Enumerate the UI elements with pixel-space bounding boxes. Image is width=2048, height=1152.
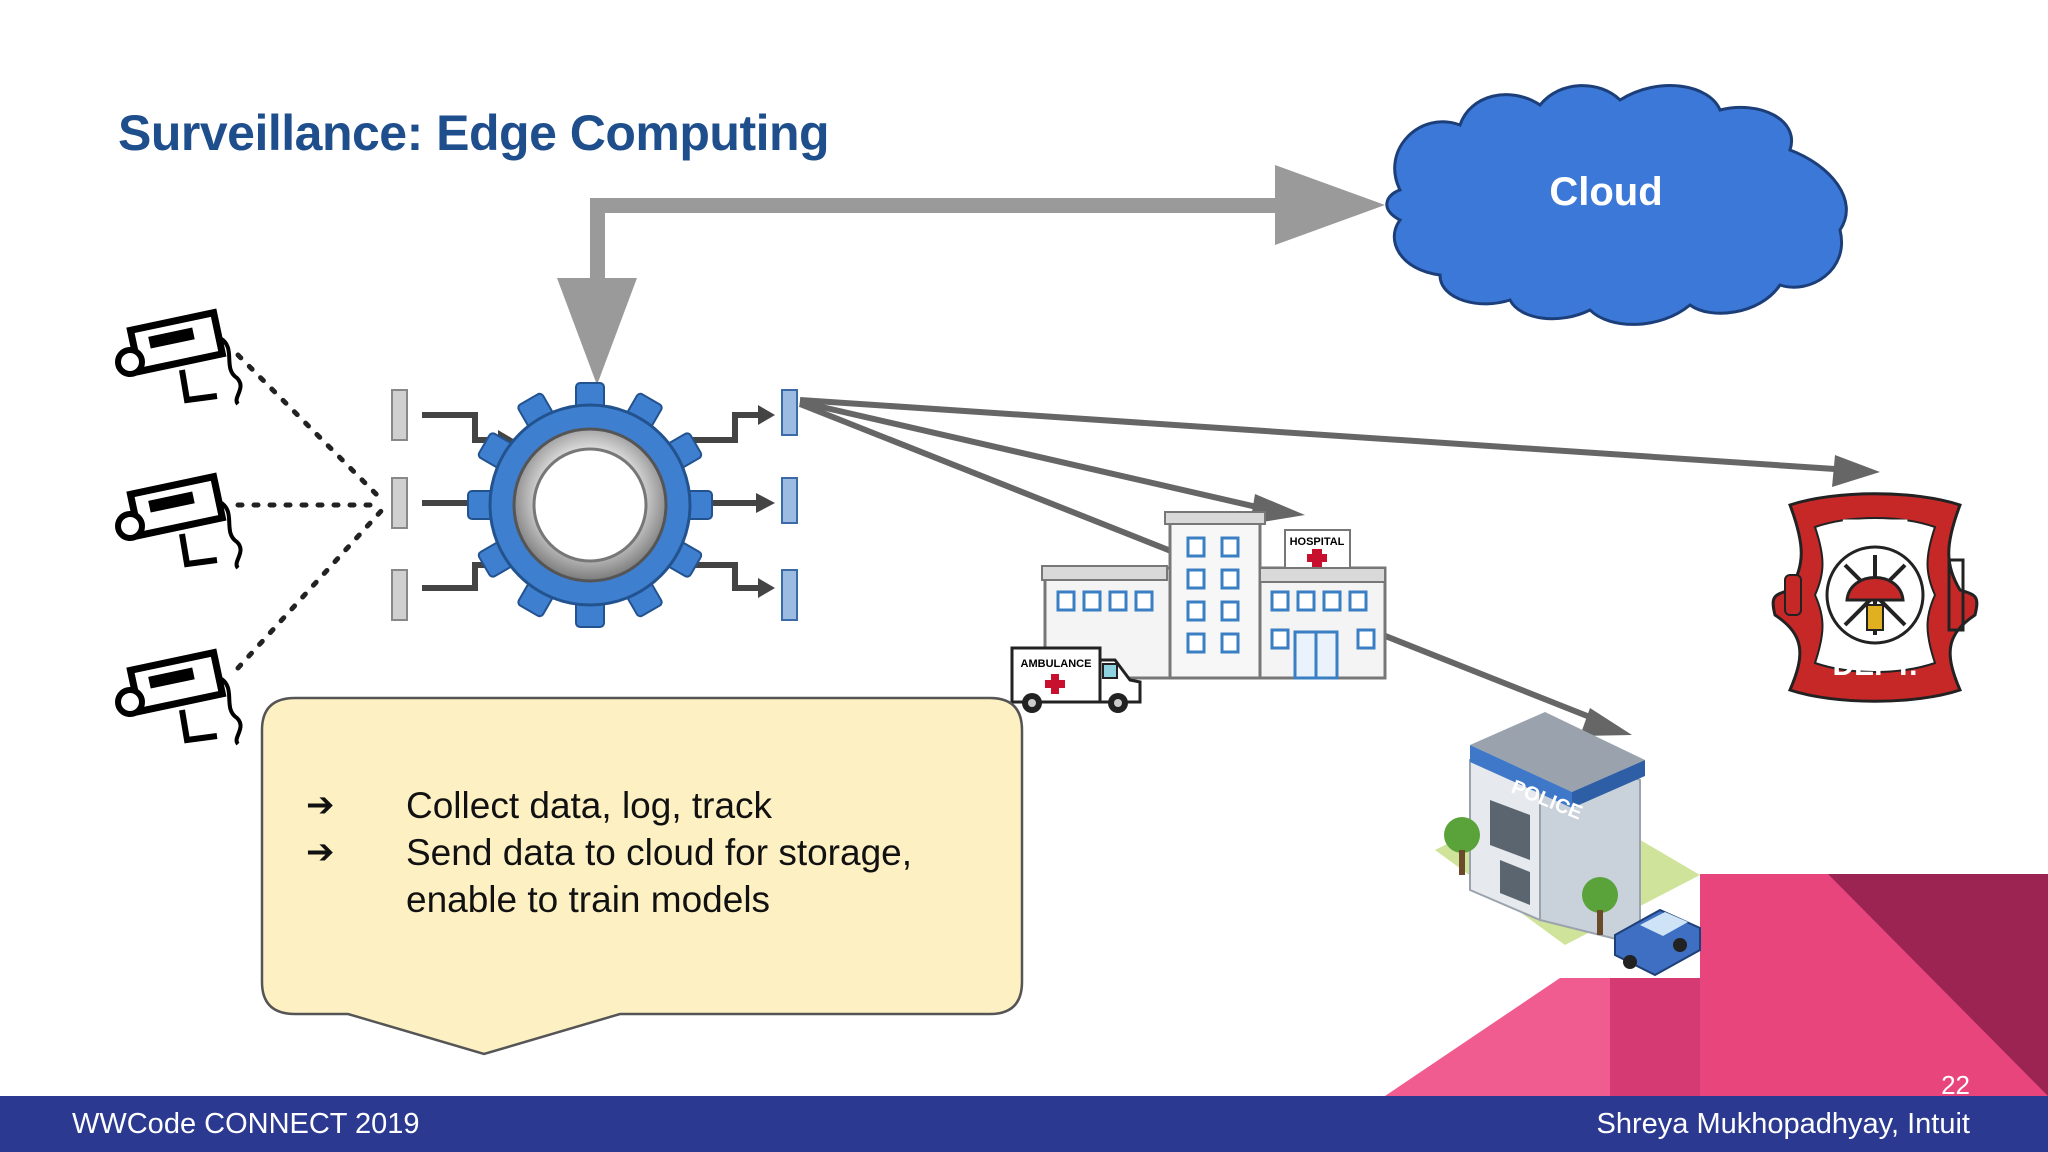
cloud-shape	[1385, 84, 1848, 326]
hospital-icon: HOSPITAL	[1041, 511, 1387, 680]
hospital-window	[1220, 568, 1240, 590]
cloud-connector	[557, 165, 1385, 385]
hospital-window	[1296, 590, 1316, 612]
slide-title: Surveillance: Edge Computing	[118, 105, 830, 161]
footer-author: Shreya Mukhopadhyay, Intuit	[1596, 1108, 1970, 1140]
hospital-window	[1220, 600, 1240, 622]
footer-event: WWCode CONNECT 2019	[72, 1108, 420, 1140]
callout-bubble	[260, 696, 1024, 1056]
corner-decoration	[1385, 874, 2048, 1096]
ambulance-icon: AMBULANCE	[1010, 646, 1142, 713]
hospital-window	[1186, 600, 1206, 622]
bullet-item: ➔ Collect data, log, track	[300, 782, 1020, 829]
footer-bar	[0, 1096, 2048, 1152]
ambulance-label: AMBULANCE	[1021, 658, 1092, 670]
callout-text: ➔ Collect data, log, track ➔ Send data t…	[300, 782, 1020, 923]
camera-icon	[115, 308, 243, 406]
bullet-text: Send data to cloud for storage, enable t…	[406, 832, 913, 920]
hospital-window	[1186, 568, 1206, 590]
camera-icon	[115, 472, 243, 570]
cloud-label: Cloud	[1549, 170, 1663, 214]
hospital-window	[1348, 590, 1368, 612]
hospital-window	[1108, 590, 1128, 612]
hospital-window	[1082, 590, 1102, 612]
hospital-sign: HOSPITAL	[1290, 536, 1345, 548]
police-station-icon: POLICE	[1435, 712, 1701, 977]
camera-links	[235, 352, 385, 671]
hospital-window	[1186, 632, 1206, 654]
hospital-window	[1220, 536, 1240, 558]
page-number: 22	[1941, 1070, 1970, 1100]
camera-icon	[115, 648, 243, 746]
arrow-bullet-icon: ➔	[306, 832, 335, 872]
hospital-window	[1056, 590, 1076, 612]
hospital-window	[1134, 590, 1154, 612]
hospital-window	[1356, 628, 1376, 650]
fire-badge-bottom-text: DEPT.	[1832, 649, 1917, 682]
police-car-icon	[1614, 908, 1701, 977]
hospital-window	[1270, 628, 1290, 650]
fire-badge-top-text: FIRE	[1841, 514, 1909, 547]
hospital-window	[1270, 590, 1290, 612]
hospital-window	[1220, 632, 1240, 654]
hospital-window	[1322, 590, 1342, 612]
edge-processor	[391, 382, 798, 628]
bullet-text: Collect data, log, track	[406, 785, 773, 826]
arrow-bullet-icon: ➔	[306, 785, 335, 825]
hospital-window	[1186, 536, 1206, 558]
fire-dept-badge-icon: FIRE DEPT.	[1771, 492, 1979, 703]
bullet-item: ➔ Send data to cloud for storage, enable…	[300, 829, 1020, 923]
